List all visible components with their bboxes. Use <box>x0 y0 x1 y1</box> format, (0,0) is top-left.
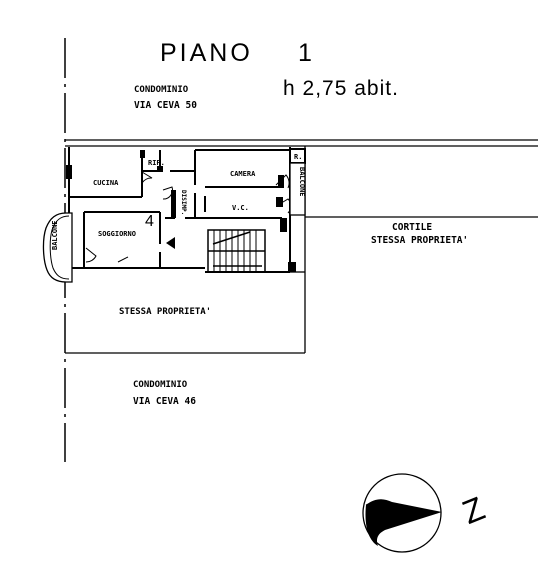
north-arrow-letter: Z <box>457 489 490 531</box>
room-label-bedroom: CAMERA <box>230 170 256 178</box>
courtyard-owner-label: STESSA PROPRIETA' <box>371 235 468 246</box>
stair-direction-arrow <box>166 237 175 249</box>
south-neighbor-address: VIA CEVA 46 <box>133 396 196 407</box>
floor-label: PIANO <box>160 39 253 67</box>
courtyard-label: CORTILE <box>392 222 432 233</box>
room-label-storage: RIP. <box>148 159 165 167</box>
balcony-right-label: BALCONE <box>298 167 306 197</box>
north-neighbor-address: VIA CEVA 50 <box>134 100 197 111</box>
staircase <box>207 229 266 273</box>
south-neighbor-name: CONDOMINIO <box>133 380 188 390</box>
balcony-left-inner <box>49 215 70 280</box>
marker-r: R. <box>294 153 302 161</box>
north-arrow: Z <box>362 473 490 553</box>
north-arrow-needle <box>365 499 442 546</box>
balcony-left-outline <box>42 212 73 283</box>
height-note: h 2,75 abit. <box>283 77 399 100</box>
north-neighbor-name: CONDOMINIO <box>134 85 189 95</box>
balcony-left-label: BALCONE <box>51 220 59 250</box>
room-label-bathroom: V.C. <box>232 204 249 212</box>
floor-number: 1 <box>298 39 312 67</box>
unit-number: 4 <box>145 213 154 230</box>
room-label-hallway: DISIMP. <box>180 190 187 215</box>
same-property-label: STESSA PROPRIETA' <box>119 307 211 317</box>
room-label-living: SOGGIORNO <box>98 230 136 238</box>
balcony-right-outline <box>289 162 306 216</box>
room-label-kitchen: CUCINA <box>93 179 119 187</box>
